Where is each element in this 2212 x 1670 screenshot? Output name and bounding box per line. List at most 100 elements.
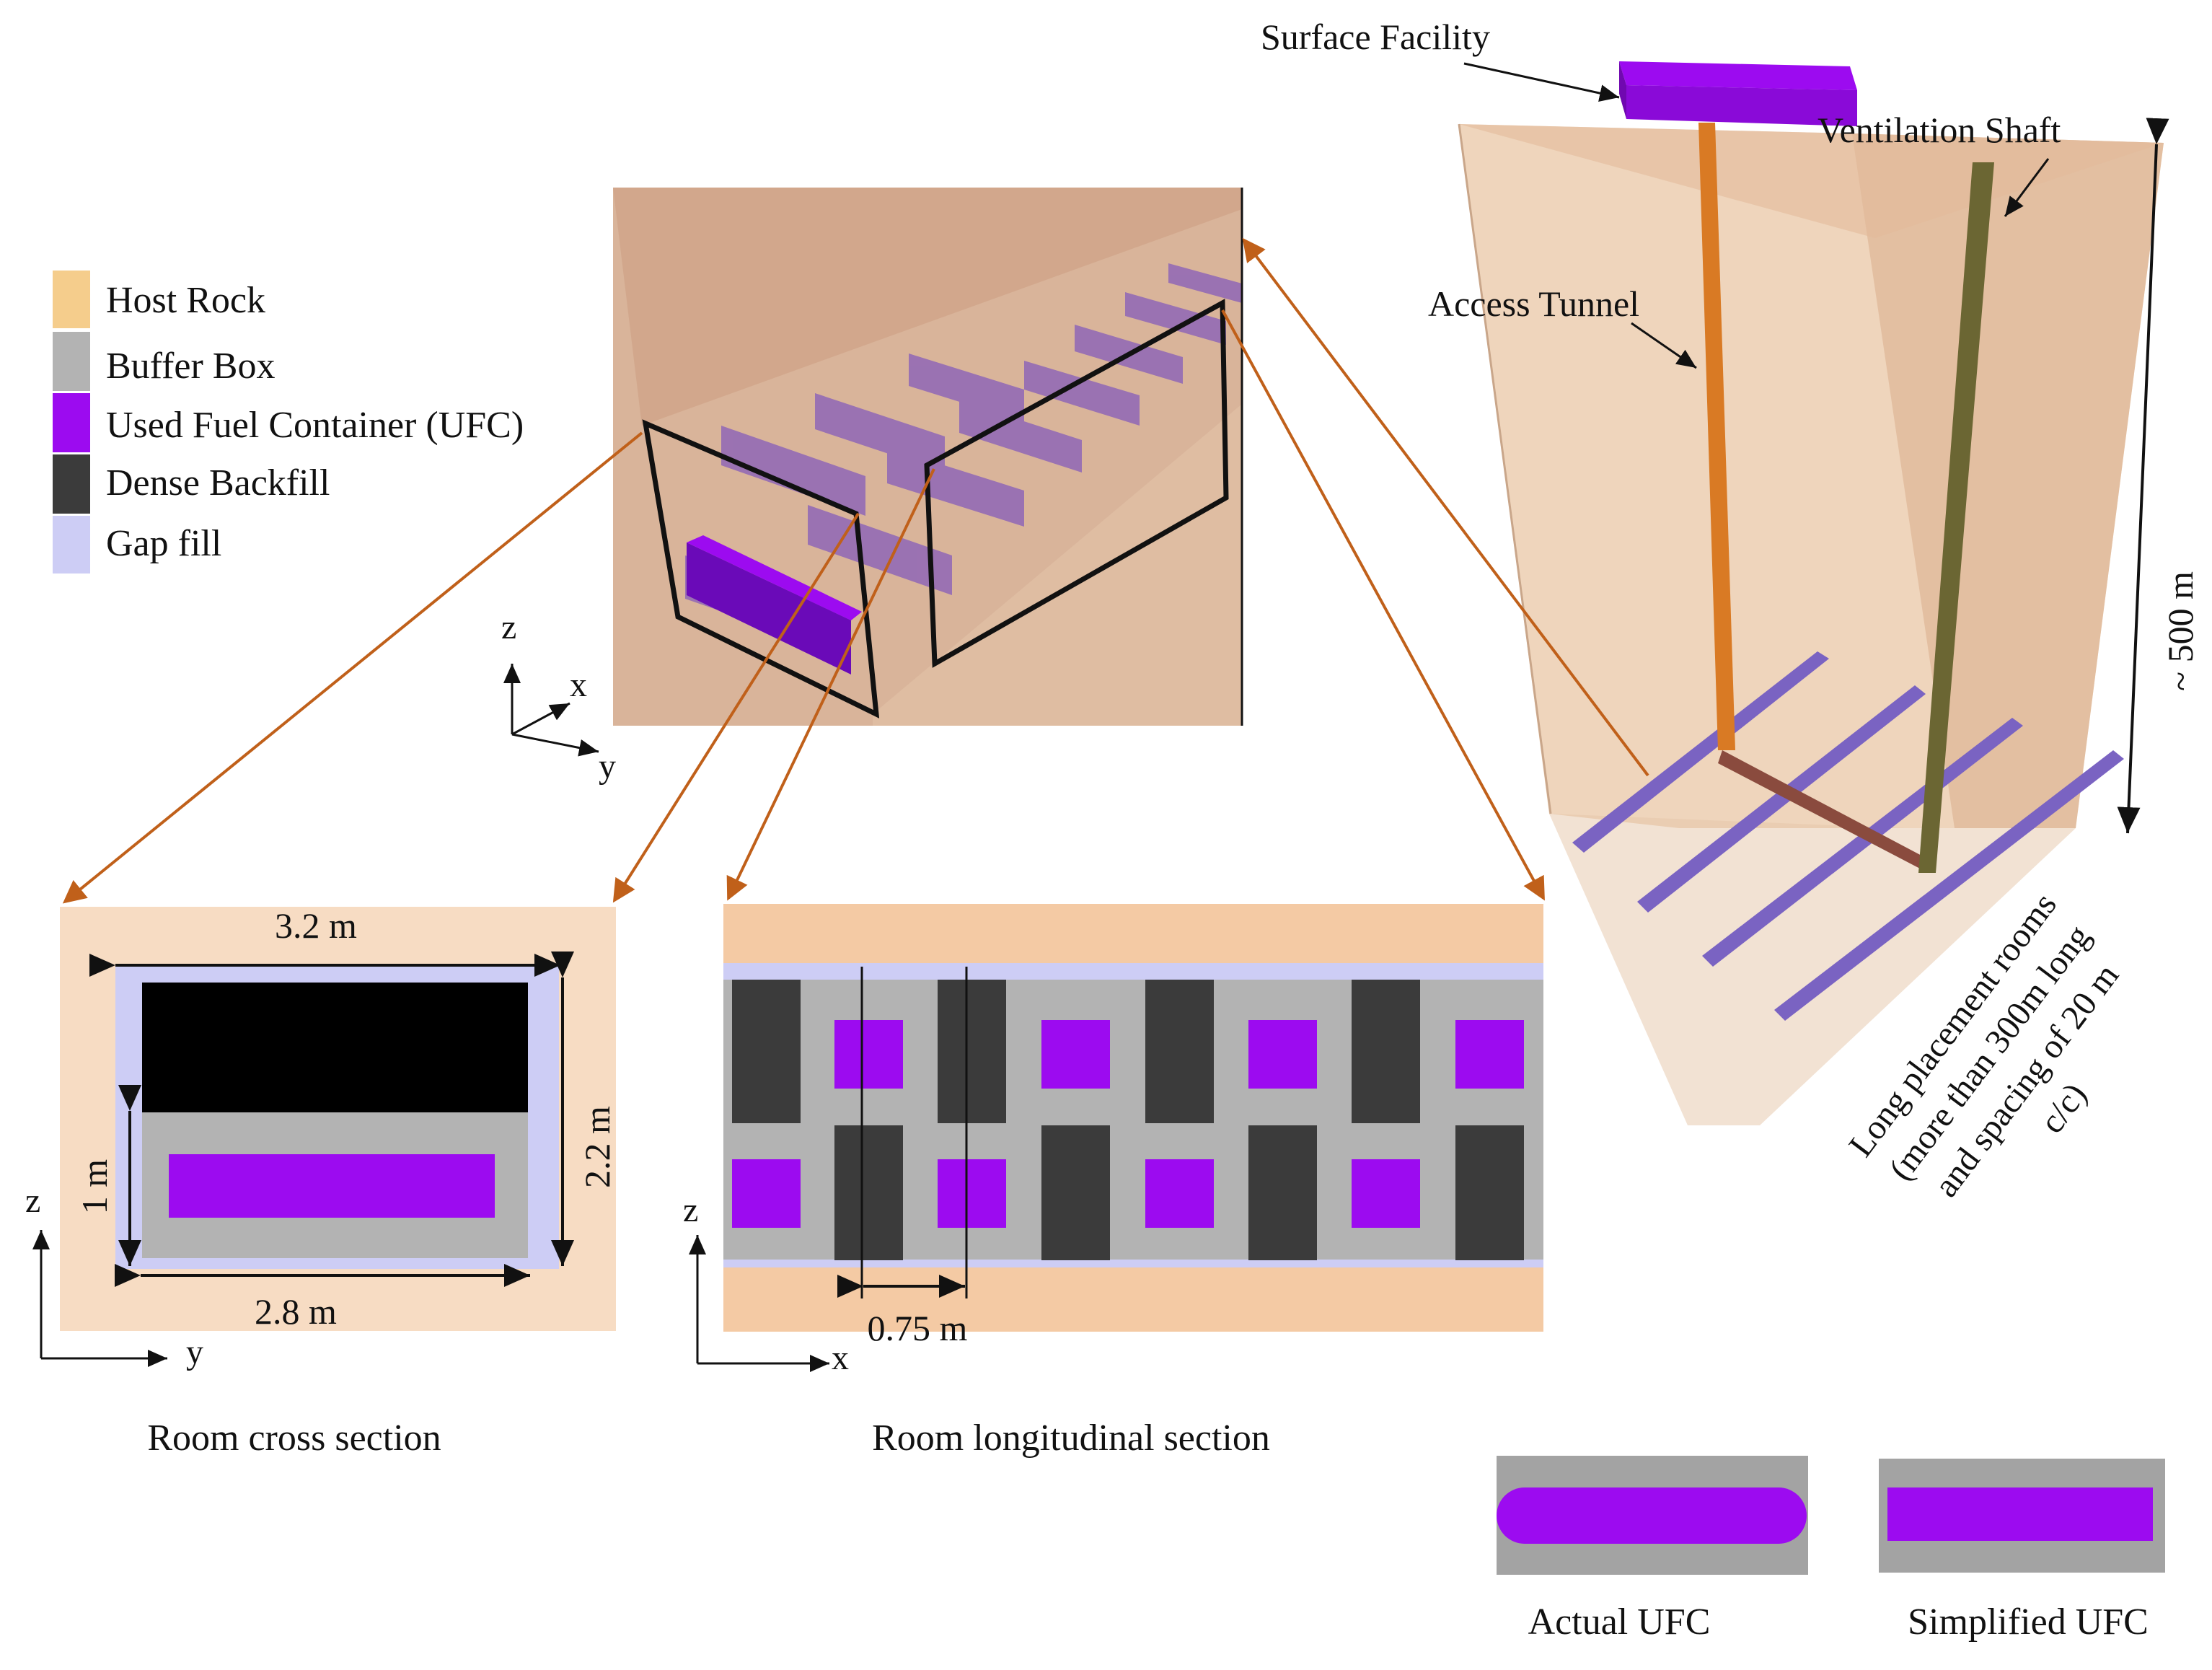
arrow-to-longitudinal [726,468,935,901]
axes-3d [503,664,599,757]
long-backfill-block [938,980,1006,1123]
long-backfill-block [1145,980,1214,1123]
container-3d [959,400,1082,473]
dim-bottom-width-label: 2.8 m [255,1291,337,1332]
legend-swatch-host-rock [53,271,90,328]
long-backfill-block [1041,1125,1110,1260]
cross-section-caption: Room cross section [147,1418,441,1459]
long-host-rock-bottom [723,1265,1543,1332]
long-gap-fill-bottom [723,1259,1543,1267]
legend-swatch-dense-backfill [53,454,90,514]
repository-edge [1458,123,1552,814]
ufc-comparison: Actual UFC Simplified UFC [1497,1456,2165,1643]
container-3d [1024,361,1140,426]
longitudinal-section-panel: 0.75 m [723,904,1543,1348]
legend: Host Rock Buffer Box Used Fuel Container… [53,271,524,573]
legend-item-dense-backfill: Dense Backfill [53,454,330,514]
room-3d-tunnel-top [613,188,1242,426]
legend-label-ufc: Used Fuel Container (UFC) [106,405,524,446]
surface-facility-label: Surface Facility [1261,17,1490,57]
axis-3d-x-label: x [570,666,587,704]
cross-section-ufc [169,1154,495,1218]
dim-height-label: 2.2 m [577,1106,617,1188]
legend-label-host-rock: Host Rock [106,280,265,321]
simplified-ufc-shape [1887,1487,2153,1541]
legend-swatch-buffer-box [53,332,90,391]
cross-section-panel: 3.2 m 2.2 m 1 m 2.8 m [60,905,617,1332]
arrow-from-repository [1242,237,1649,777]
placement-room [1774,750,2124,1021]
long-axis-x-label: x [832,1339,849,1377]
axis-3d-z-label: z [501,608,516,646]
long-ufc [1145,1159,1214,1228]
spacing-label: 0.75 m [868,1308,968,1348]
longitudinal-section-frame [924,299,1229,668]
long-gap-fill-top [723,963,1543,980]
container-3d [1168,263,1242,303]
legend-swatch-ufc [53,393,90,452]
arrow-to-cross-section [62,431,643,904]
axis-3d-y [511,733,599,757]
room-3d-front-ufc [687,542,851,674]
ventilation-shaft [1918,162,1994,873]
legend-label-buffer-box: Buffer Box [106,346,275,387]
container-3d [815,393,945,473]
legend-label-gap-fill: Gap fill [106,523,221,564]
dim-buffer-height-label: 1 m [74,1159,115,1215]
long-ufc [1455,1020,1524,1089]
connector-drift [1718,750,1924,869]
placement-rooms [1572,651,2124,1021]
longitudinal-section-caption: Room longitudinal section [872,1418,1270,1459]
repository-rock-right [1852,133,2164,828]
long-ufc [732,1159,801,1228]
depth-label: ~ 500 m [2160,571,2200,691]
container-3d [909,353,1024,422]
legend-label-dense-backfill: Dense Backfill [106,462,330,504]
access-tunnel [1698,123,1735,750]
long-axis-z-label: z [683,1191,698,1229]
cross-axis-y-label: y [186,1333,203,1371]
legend-item-host-rock: Host Rock [53,271,265,328]
axis-3d-x [511,702,570,736]
arrow-to-longitudinal-right [1221,309,1545,901]
depth-arrow [2117,118,2169,834]
cross-section-frame [642,419,880,718]
access-tunnel-pointer [1631,322,1697,369]
long-host-rock-top [723,904,1543,975]
surface-facility-side [1619,61,1626,119]
container-3d [808,505,952,595]
actual-ufc-shape [1497,1487,1807,1544]
arrow-to-cross-section-inner [612,512,860,903]
long-backfill-block [1352,980,1420,1123]
long-ufc [1041,1020,1110,1089]
surface-facility-front [1626,85,1857,126]
ventilation-shaft-label: Ventilation Shaft [1817,110,2061,150]
surface-facility-pointer [1463,62,1620,102]
placement-room [1572,651,1829,853]
container-3d [887,447,1024,527]
access-tunnel-label: Access Tunnel [1428,284,1639,324]
actual-ufc-label: Actual UFC [1528,1601,1711,1643]
long-backfill-block [732,980,801,1123]
repository-rock-top [1459,124,2164,238]
long-backfill-block [1455,1125,1524,1260]
long-backfill-block [834,1125,903,1260]
ventilation-shaft-pointer [2004,158,2050,217]
long-ufc [1352,1159,1420,1228]
room-3d-front-ufc-top [687,535,862,620]
long-ufc [1248,1020,1317,1089]
cross-axis-z-label: z [25,1182,40,1220]
cross-section-axes [32,1230,167,1367]
long-ufc [938,1159,1006,1228]
legend-item-buffer-box: Buffer Box [53,332,275,391]
container-3d [1125,292,1226,345]
connector-arrows [62,237,1649,904]
container-3d [721,426,865,516]
axis-3d-y-label: y [599,747,616,786]
room-3d-view [613,188,1243,726]
legend-swatch-gap-fill [53,516,90,573]
dim-width-label: 3.2 m [275,905,357,946]
longitudinal-axes [689,1235,829,1372]
legend-item-ufc: Used Fuel Container (UFC) [53,393,524,452]
